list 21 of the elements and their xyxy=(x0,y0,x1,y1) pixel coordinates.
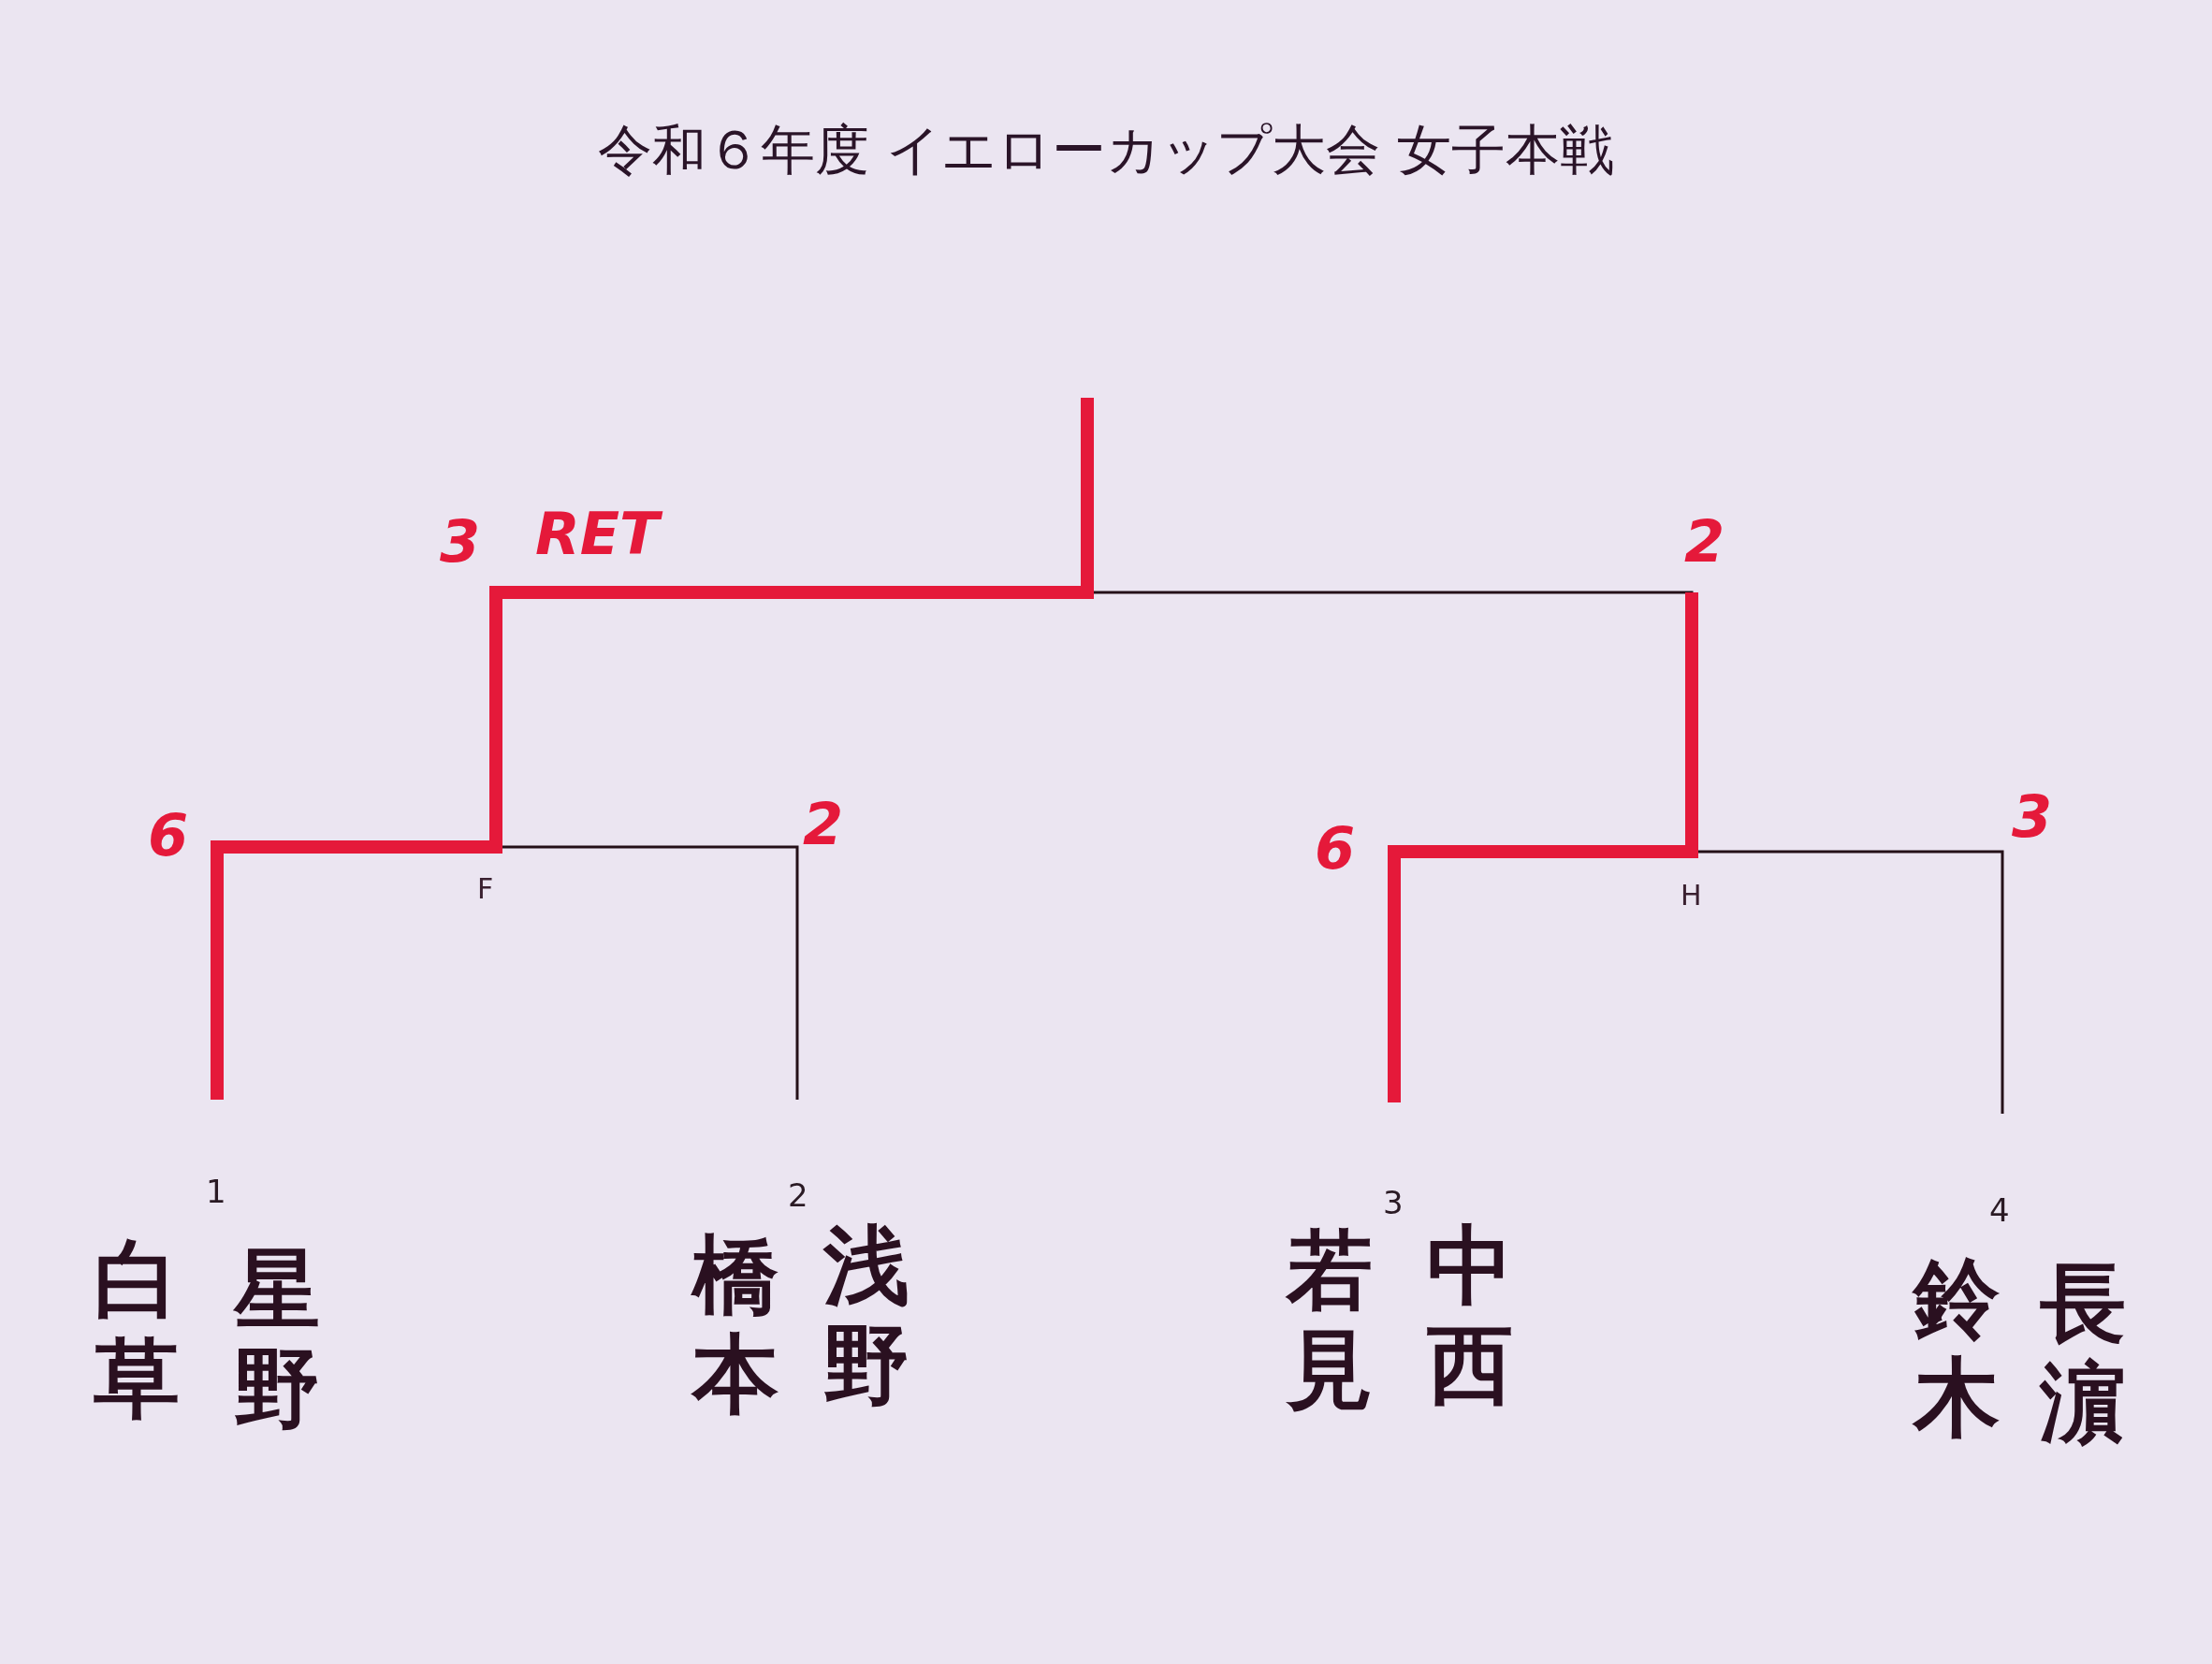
player-name: 鈴木 xyxy=(1914,1249,2001,1448)
score: 3 xyxy=(2012,788,2053,846)
score: 6 xyxy=(1315,820,1356,878)
handwritten-mark: F xyxy=(477,875,494,903)
title: 令和６年度 イエローカップ大会 女子本戦 xyxy=(597,117,1615,183)
score: 6 xyxy=(148,807,189,865)
player-name: 中西 xyxy=(1427,1217,1514,1415)
player-name: 浅野 xyxy=(823,1217,910,1415)
score: 2 xyxy=(803,796,844,854)
seed-number: 1 xyxy=(206,1175,226,1207)
player-name: 若見 xyxy=(1287,1221,1374,1420)
score: 2 xyxy=(1684,513,1725,571)
player-name: 白草 xyxy=(94,1231,181,1429)
player-name: 星野 xyxy=(234,1240,321,1438)
seed-number: 3 xyxy=(1383,1187,1404,1219)
seed-number: 2 xyxy=(788,1179,808,1211)
handwritten-mark: H xyxy=(1681,882,1702,910)
seed-number: 4 xyxy=(1989,1194,2010,1226)
player-name: 長濵 xyxy=(2040,1254,2127,1452)
score: 3 xyxy=(440,513,481,571)
player-name: 橋本 xyxy=(692,1226,779,1424)
